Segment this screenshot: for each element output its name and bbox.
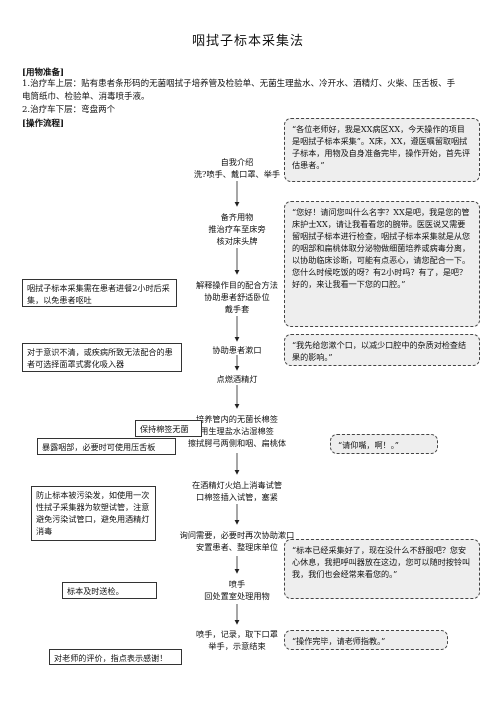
note-prevent-contamination: 防止标本被污染发，如使用一次性拭子采集器为软塑试管，注意避免污染试管口，避免用酒…: [31, 486, 156, 541]
note-thanks: 对老师的评价，指点表示感谢！: [49, 649, 182, 665]
step-self-intro: 自我介绍 洗?喷手、戴口罩、举手: [157, 156, 317, 180]
step-label: 培养管内的无菌长棉签: [196, 414, 278, 424]
materials-line-3: 2.治疗车下层：弯盘两个: [22, 105, 116, 115]
step-spray-hands: 喷手 回处置室处理用物: [157, 578, 317, 602]
step-label: 洗?喷手、戴口罩、举手: [193, 169, 281, 179]
step-label: 戴手套: [224, 304, 250, 314]
document-title: 咽拭子标本采集法: [191, 34, 304, 49]
speech-bubble-open-mouth: “请仰嘴，啊！。”: [330, 434, 438, 454]
step-settle-patient: 询问需要，必要时再次协助漱口 安置患者、整理床单位: [150, 529, 324, 553]
note-keep-sterile: 保持棉签无菌: [135, 420, 202, 437]
note-send-sample: 标本及时送检。: [62, 582, 157, 599]
speech-bubble-intro: “各位老师好，我是XX病区XX，今天操作的项目是咽拭子标本采集”。X床，XX，遵…: [284, 118, 480, 182]
materials-line-2: 电筒纸巾、检验单、消毒喷手液。: [22, 92, 150, 102]
step-label: 回处置室处理用物: [204, 591, 270, 601]
step-label: 协助患者漱口: [212, 345, 262, 355]
step-label: 核对床头牌: [216, 236, 258, 246]
step-sterilize-tube: 在酒精灯火焰上消毒试管 口棉签插入试管，塞紧: [157, 479, 317, 503]
speech-bubble-rinse: “我先给您漱个口，以减少口腔中的杂质对检查结果的影响。”: [284, 334, 480, 366]
materials-line-1: 1.治疗车上层：贴有患者条形码的无菌咽拭子培养管及检验单、无菌生理盐水、冷开水、…: [22, 79, 456, 89]
step-label: 举手，示意结束: [208, 641, 266, 651]
materials-heading: [用物准备]: [22, 68, 65, 78]
step-label: 擦拭腭弓两侧和咽、扁桃体: [187, 438, 287, 448]
step-label: 口棉签插入试管，塞紧: [196, 492, 278, 502]
step-label: 喷手，记录，取下口罩: [196, 629, 278, 639]
speech-bubble-verify-patient: “您好！请问您叫什么名字？XX是吧，我是您的管床护士XX，请让我看看您的腕带。医…: [284, 201, 480, 327]
step-label: 在酒精灯火焰上消毒试管: [191, 480, 283, 490]
step-swab: 培养管内的无菌长棉签 用生理盐水沾湿棉签 擦拭腭弓两侧和咽、扁桃体: [150, 413, 324, 449]
step-label: 解释操作目的配合方法: [196, 280, 278, 290]
step-label: 喷手: [228, 579, 246, 589]
step-light-lamp: 点燃酒精灯: [157, 373, 317, 385]
step-label: 用生理盐水沾湿棉签: [200, 426, 274, 436]
step-prepare-items: 备齐用物 推治疗车至床旁 核对床头牌: [157, 211, 317, 247]
step-label: 自我介绍: [220, 157, 254, 167]
note-expose-throat: 暴露咽部，必要时可使用压舌板: [37, 438, 176, 455]
note-unconscious-patient: 对于意识不清，或疾病所致无法配合的患者可选择面罩式雾化吸入器: [22, 343, 182, 372]
procedure-heading: [操作流程]: [22, 119, 65, 129]
step-label: 安置患者、整理床单位: [196, 542, 278, 552]
speech-bubble-end: “操作完毕，请老师指教。”: [284, 630, 448, 650]
step-label: 协助患者舒适卧位: [204, 292, 270, 302]
step-label: 询问需要，必要时再次协助漱口: [179, 530, 295, 540]
step-finish: 喷手，记录，取下口罩 举手，示意结束: [157, 628, 317, 652]
speech-bubble-completed: “标本已经采集好了，现在没什么不舒服吧？您安心休息，我把呼叫器放在这边，您可以随…: [284, 539, 480, 599]
step-label: 点燃酒精灯: [216, 374, 258, 384]
note-meal-timing: 咽拭子标本采集需在患者进餐2小时后采集，以免患者呕吐: [22, 279, 177, 307]
step-label: 推治疗车至床旁: [208, 224, 266, 234]
step-label: 备齐用物: [220, 212, 254, 222]
step-mouth-rinse: 协助患者漱口: [157, 344, 317, 356]
step-explain: 解释操作目的配合方法 协助患者舒适卧位 戴手套: [157, 279, 317, 315]
